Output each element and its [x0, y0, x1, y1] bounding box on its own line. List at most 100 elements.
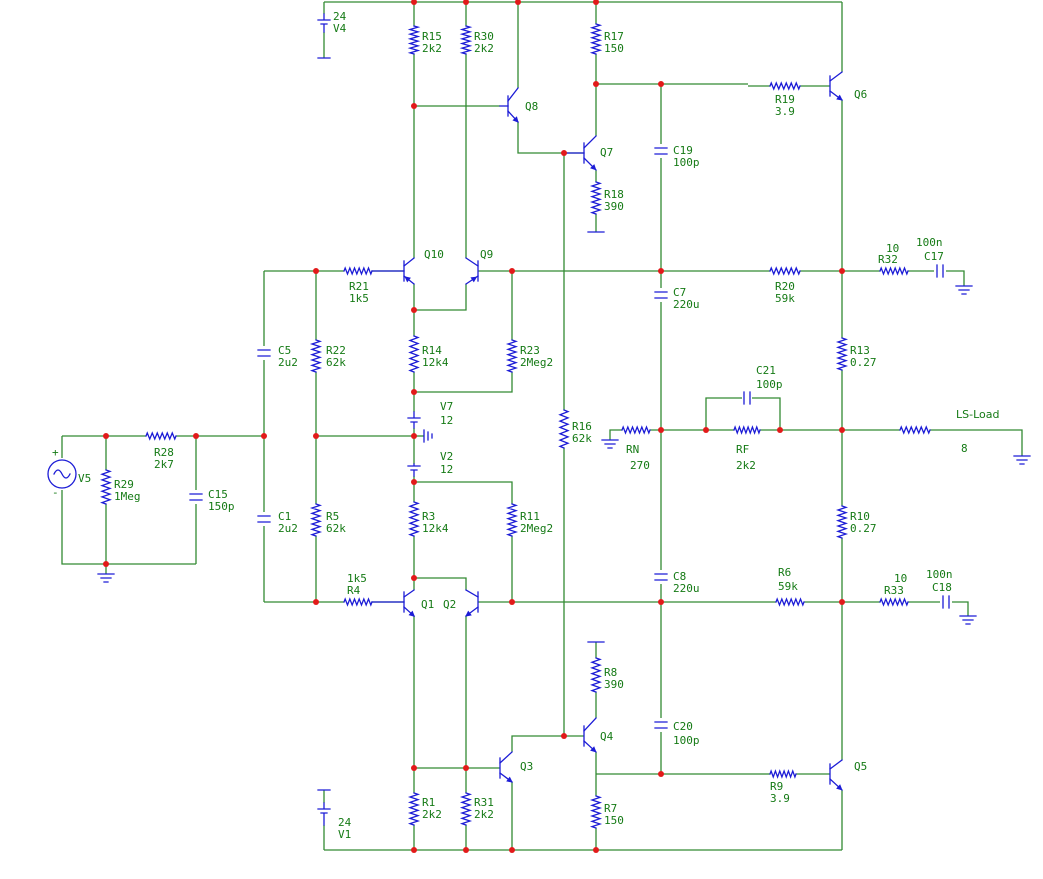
resistor-r14	[408, 335, 420, 373]
junction-dot	[313, 268, 319, 274]
label-r20-value: 59k	[775, 292, 795, 305]
label-c19-value: 100p	[673, 156, 700, 169]
transistor-q7	[563, 135, 597, 171]
junction-dot	[658, 268, 664, 274]
junction-dot	[515, 0, 521, 5]
label-v5-ref: V5	[78, 472, 91, 485]
label-r5-value: 62k	[326, 522, 346, 535]
transistor-q9	[465, 257, 479, 285]
label-r16-ref: R16	[572, 420, 592, 433]
resistor-r13	[835, 337, 849, 371]
junction-dot	[411, 389, 417, 395]
label-r4-ref: R4	[347, 584, 361, 597]
junction-dot	[463, 0, 469, 5]
resistor-r1	[407, 792, 421, 826]
label-v4-ref: V4	[333, 22, 347, 35]
label-c7-value: 220u	[673, 298, 700, 311]
label-r8-value: 390	[604, 678, 624, 691]
label-c20-value: 100p	[673, 734, 700, 747]
junction-dot	[561, 733, 567, 739]
resistor-r30	[459, 25, 473, 55]
battery-v1	[317, 789, 331, 826]
transistor-q10-arrow	[404, 276, 411, 283]
transistor-q8	[499, 87, 519, 123]
label-r13-value: 0.27	[850, 356, 877, 369]
resistor-r7	[589, 795, 603, 829]
label-r13-ref: R13	[850, 344, 870, 357]
labels: 24 V4 24 V1 V5 + - V7 12 V2 12 R15 2k2 R…	[52, 10, 999, 841]
label-q3: Q3	[520, 760, 533, 773]
junction-dot	[463, 847, 469, 853]
label-q10: Q10	[424, 248, 444, 261]
junction-dot	[463, 765, 469, 771]
label-rn-value: 270	[630, 459, 650, 472]
transistor-q4-lead-top	[583, 717, 597, 732]
label-r6-value: 59k	[778, 580, 798, 593]
label-r7-ref: R7	[604, 802, 617, 815]
transistor-q7-lead-top	[583, 135, 597, 149]
label-c7-ref: C7	[673, 286, 686, 299]
junction-dot	[411, 103, 417, 109]
vertical-resistors	[100, 23, 849, 829]
junction-dot	[658, 599, 664, 605]
capacitor-c8	[654, 573, 668, 581]
junction-dot	[658, 81, 664, 87]
junction-dot	[593, 81, 599, 87]
transistor-q1-arrow	[408, 610, 415, 617]
label-r29-value: 1Meg	[114, 490, 141, 503]
label-c17-ref: C17	[924, 250, 944, 263]
label-c15-value: 150p	[208, 500, 235, 513]
resistor-r9	[769, 769, 797, 779]
resistor-r21	[343, 266, 373, 276]
label-v4-value: 24	[333, 10, 347, 23]
junction-dot	[593, 847, 599, 853]
ground-c17	[955, 285, 973, 295]
resistor-r28	[145, 431, 177, 441]
capacitor-c1	[257, 515, 271, 523]
resistor-r22	[309, 339, 323, 373]
label-r1-ref: R1	[422, 796, 435, 809]
label-r30-ref: R30	[474, 30, 494, 43]
components	[47, 13, 1031, 829]
label-v2-value: 12	[440, 463, 453, 476]
label-c8-value: 220u	[673, 582, 700, 595]
junction-dot	[411, 479, 417, 485]
label-r11-ref: R11	[520, 510, 540, 523]
transistor-q6-arrow	[836, 94, 843, 101]
label-r16-value: 62k	[572, 432, 592, 445]
transistor-q10	[371, 257, 415, 285]
label-r29-ref: R29	[114, 478, 134, 491]
label-r21-ref: R21	[349, 280, 369, 293]
transistor-q8-lead-top	[507, 87, 519, 102]
junction-dot	[839, 599, 845, 605]
resistor-r23	[505, 339, 519, 373]
label-r10-value: 0.27	[850, 522, 877, 535]
label-c21-value: 100p	[756, 378, 783, 391]
label-v5-plus: +	[52, 446, 59, 459]
transistor-q3-arrow	[506, 776, 513, 783]
resistor-r17	[589, 23, 603, 55]
label-c5-ref: C5	[278, 344, 291, 357]
capacitor-c15	[189, 493, 203, 501]
resistor-r32	[879, 266, 909, 276]
label-c1-value: 2u2	[278, 522, 298, 535]
resistor-r15	[407, 25, 421, 55]
transistor-q4	[583, 717, 597, 753]
label-r8-ref: R8	[604, 666, 617, 679]
junction-dots	[103, 0, 845, 853]
label-r30-value: 2k2	[474, 42, 494, 55]
label-r14-ref: R14	[422, 344, 442, 357]
ground-load	[1013, 455, 1031, 465]
capacitors	[189, 147, 950, 729]
ground-c18	[959, 615, 977, 625]
capacitor-c18	[942, 595, 950, 609]
capacitor-c19	[654, 147, 668, 155]
label-r9-value: 3.9	[770, 792, 790, 805]
transistor-q2-arrow	[465, 610, 472, 617]
junction-dot	[103, 561, 109, 567]
label-r5-ref: R5	[326, 510, 339, 523]
transistor-q8-arrow	[512, 116, 519, 123]
junction-dot	[703, 427, 709, 433]
label-r33-value: 10	[894, 572, 907, 585]
junction-dot	[411, 575, 417, 581]
